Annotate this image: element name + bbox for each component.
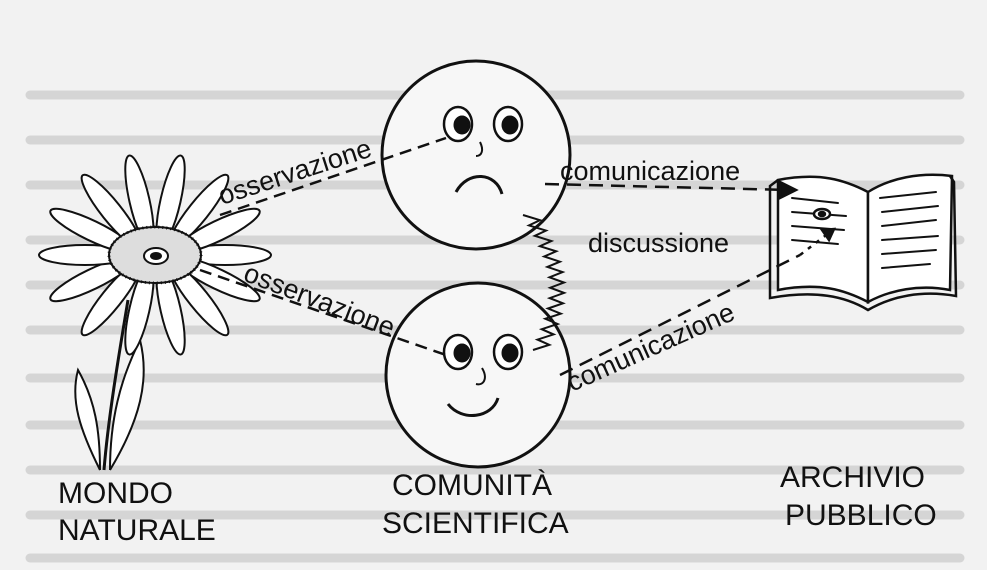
scientist-face-top [380,59,572,251]
caption-community-line1: COMUNITÀ [392,469,552,502]
caption-archive-line1: ARCHIVIO [780,461,925,494]
caption-nature-line2: NATURALE [58,514,216,547]
book-icon [768,173,958,312]
caption-nature-line1: MONDO [58,477,173,510]
scientist-face-bottom [384,281,572,469]
arrow-communication-top [544,179,799,201]
label-observation-top: osservazione [215,133,376,211]
arrow-communication-bottom [559,227,837,377]
caption-community-line2: SCIENTIFICA [382,507,569,540]
arrow-observation-top [219,136,447,217]
arrow-observation-bottom [199,268,447,357]
caption-archive-line2: PUBBLICO [785,499,937,532]
flower-icon [38,154,272,471]
discussion-wave [522,214,567,351]
label-communication-top: comunicazione [560,156,740,186]
label-discussion: discussione [588,228,729,258]
